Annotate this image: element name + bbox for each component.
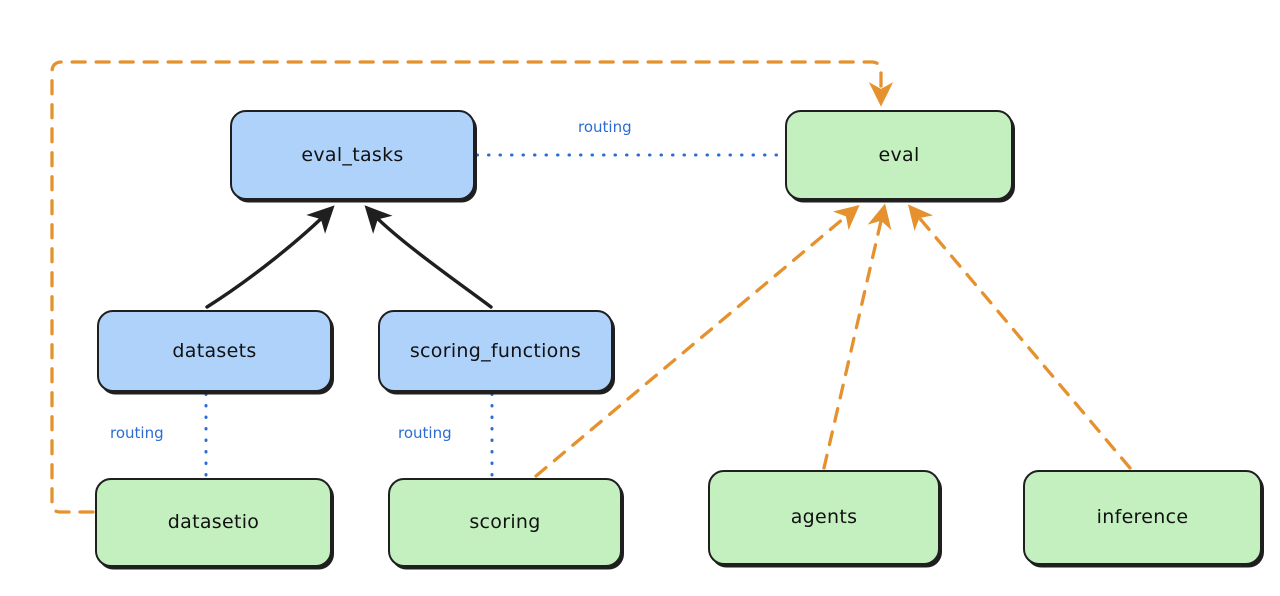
edge-label-routing-eval-tasks-eval: routing [578, 118, 632, 136]
node-scoring[interactable]: scoring [388, 478, 622, 567]
node-scoring-functions-label: scoring_functions [409, 339, 582, 362]
edge-datasets-to-eval-tasks [205, 205, 335, 309]
node-scoring-label: scoring [469, 511, 541, 534]
node-eval-label: eval [878, 143, 920, 166]
edge-label-text: routing [398, 424, 452, 442]
edge-scoring-functions-to-eval-tasks [364, 205, 493, 309]
node-datasets[interactable]: datasets [97, 310, 332, 392]
edge-label-routing-datasets-datasetio: routing [110, 424, 164, 442]
node-inference-label: inference [1096, 506, 1189, 529]
edge-label-text: routing [578, 118, 632, 136]
node-datasets-label: datasets [172, 339, 257, 362]
node-inference[interactable]: inference [1023, 470, 1262, 565]
node-scoring-functions[interactable]: scoring_functions [378, 310, 613, 392]
edge-agents-to-eval [822, 203, 892, 470]
edge-inference-to-eval [907, 204, 1132, 470]
node-datasetio[interactable]: datasetio [95, 478, 332, 567]
node-datasetio-label: datasetio [167, 511, 260, 534]
node-eval[interactable]: eval [785, 110, 1013, 200]
edge-label-routing-scoring-functions-scoring: routing [398, 424, 452, 442]
node-eval-tasks[interactable]: eval_tasks [230, 110, 475, 200]
node-agents-label: agents [790, 506, 858, 529]
node-agents[interactable]: agents [708, 470, 940, 565]
edge-label-text: routing [110, 424, 164, 442]
node-eval-tasks-label: eval_tasks [301, 143, 404, 166]
